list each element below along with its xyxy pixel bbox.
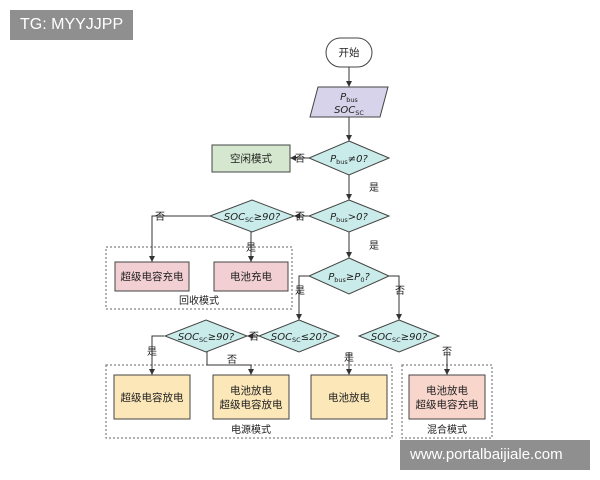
- edge-d3-regen-sc: [149, 215, 210, 262]
- group-mixed-label: 混合模式: [427, 423, 467, 436]
- source-both-discharge-label-1: 电池放电: [230, 384, 272, 397]
- label-d2-no: 否: [295, 211, 305, 223]
- edge-d4-d7: [389, 275, 402, 320]
- watermark-bottom-right: www.portalbaijiale.com: [400, 440, 590, 470]
- decision-pbus-nonzero-text: Pbus≠0?: [330, 154, 368, 166]
- label-d6-yes: 是: [147, 346, 157, 358]
- edge-d6-src-both: [206, 352, 254, 375]
- label-d1-no: 否: [295, 153, 305, 165]
- edge-d6-src-sc: [149, 335, 164, 375]
- label-d4-no: 否: [395, 285, 405, 297]
- decision-soc-regen-text: SOCSC≥90?: [224, 212, 281, 224]
- decision-pbus-p0-text: Pbus≥P0?: [328, 272, 370, 284]
- regen-sc-charge-node: [114, 261, 190, 292]
- label-d5-yes: 是: [344, 352, 354, 364]
- decision-soc-mixed-text: SOCSC≥90?: [371, 332, 428, 344]
- edge-d4-d5: [296, 275, 309, 320]
- start-node: [325, 37, 373, 68]
- source-sc-discharge-label: 超级电容放电: [121, 391, 184, 404]
- group-source-label: 电源模式: [231, 423, 271, 436]
- decision-soc-low-text: SOCSC≤20?: [271, 332, 328, 344]
- label-d3-yes: 是: [246, 242, 256, 254]
- idle-mode-label: 空闲模式: [230, 152, 272, 165]
- decision-pbus-positive-text: Pbus>0?: [330, 212, 368, 224]
- idle-mode-node: [211, 144, 291, 173]
- decision-soc-low: [257, 319, 341, 353]
- source-battery-discharge-node: [310, 374, 388, 420]
- decision-soc-source-text: SOCSC≥90?: [178, 332, 235, 344]
- source-battery-discharge-label: 电池放电: [328, 391, 370, 404]
- start-label: 开始: [339, 46, 360, 59]
- regen-sc-charge-label: 超级电容充电: [121, 270, 184, 283]
- label-d1-yes: 是: [369, 182, 379, 194]
- decision-pbus-p0: [307, 257, 391, 295]
- source-sc-discharge-node: [113, 374, 191, 420]
- input-node: [309, 86, 389, 118]
- group-source-box: [105, 364, 393, 439]
- label-d2-yes: 是: [369, 240, 379, 252]
- label-d4-yes: 是: [295, 285, 305, 297]
- input-p-text: Pbus: [340, 92, 358, 104]
- label-d6-no: 否: [227, 354, 237, 366]
- decision-pbus-positive: [307, 199, 391, 233]
- group-regen-label: 回收模式: [179, 294, 219, 307]
- group-regen-box: [105, 246, 293, 310]
- decision-soc-mixed: [357, 319, 441, 353]
- input-soc-text: SOCSC: [334, 105, 364, 117]
- regen-battery-charge-node: [213, 261, 289, 292]
- decision-pbus-nonzero: [307, 140, 391, 176]
- label-d5-no: 否: [249, 331, 259, 343]
- mixed-mode-label-2: 超级电容充电: [416, 398, 479, 411]
- watermark-top-left: TG: MYYJJPP: [10, 10, 134, 40]
- decision-soc-source: [163, 319, 249, 353]
- decision-soc-regen: [208, 199, 296, 233]
- label-d3-no: 否: [155, 211, 165, 223]
- source-both-discharge-node: [212, 374, 290, 420]
- regen-battery-charge-label: 电池充电: [230, 270, 272, 283]
- mixed-mode-label-1: 电池放电: [426, 384, 468, 397]
- label-d7-no: 否: [442, 346, 452, 358]
- source-both-discharge-label-2: 超级电容放电: [220, 398, 283, 411]
- mixed-mode-node: [408, 374, 486, 420]
